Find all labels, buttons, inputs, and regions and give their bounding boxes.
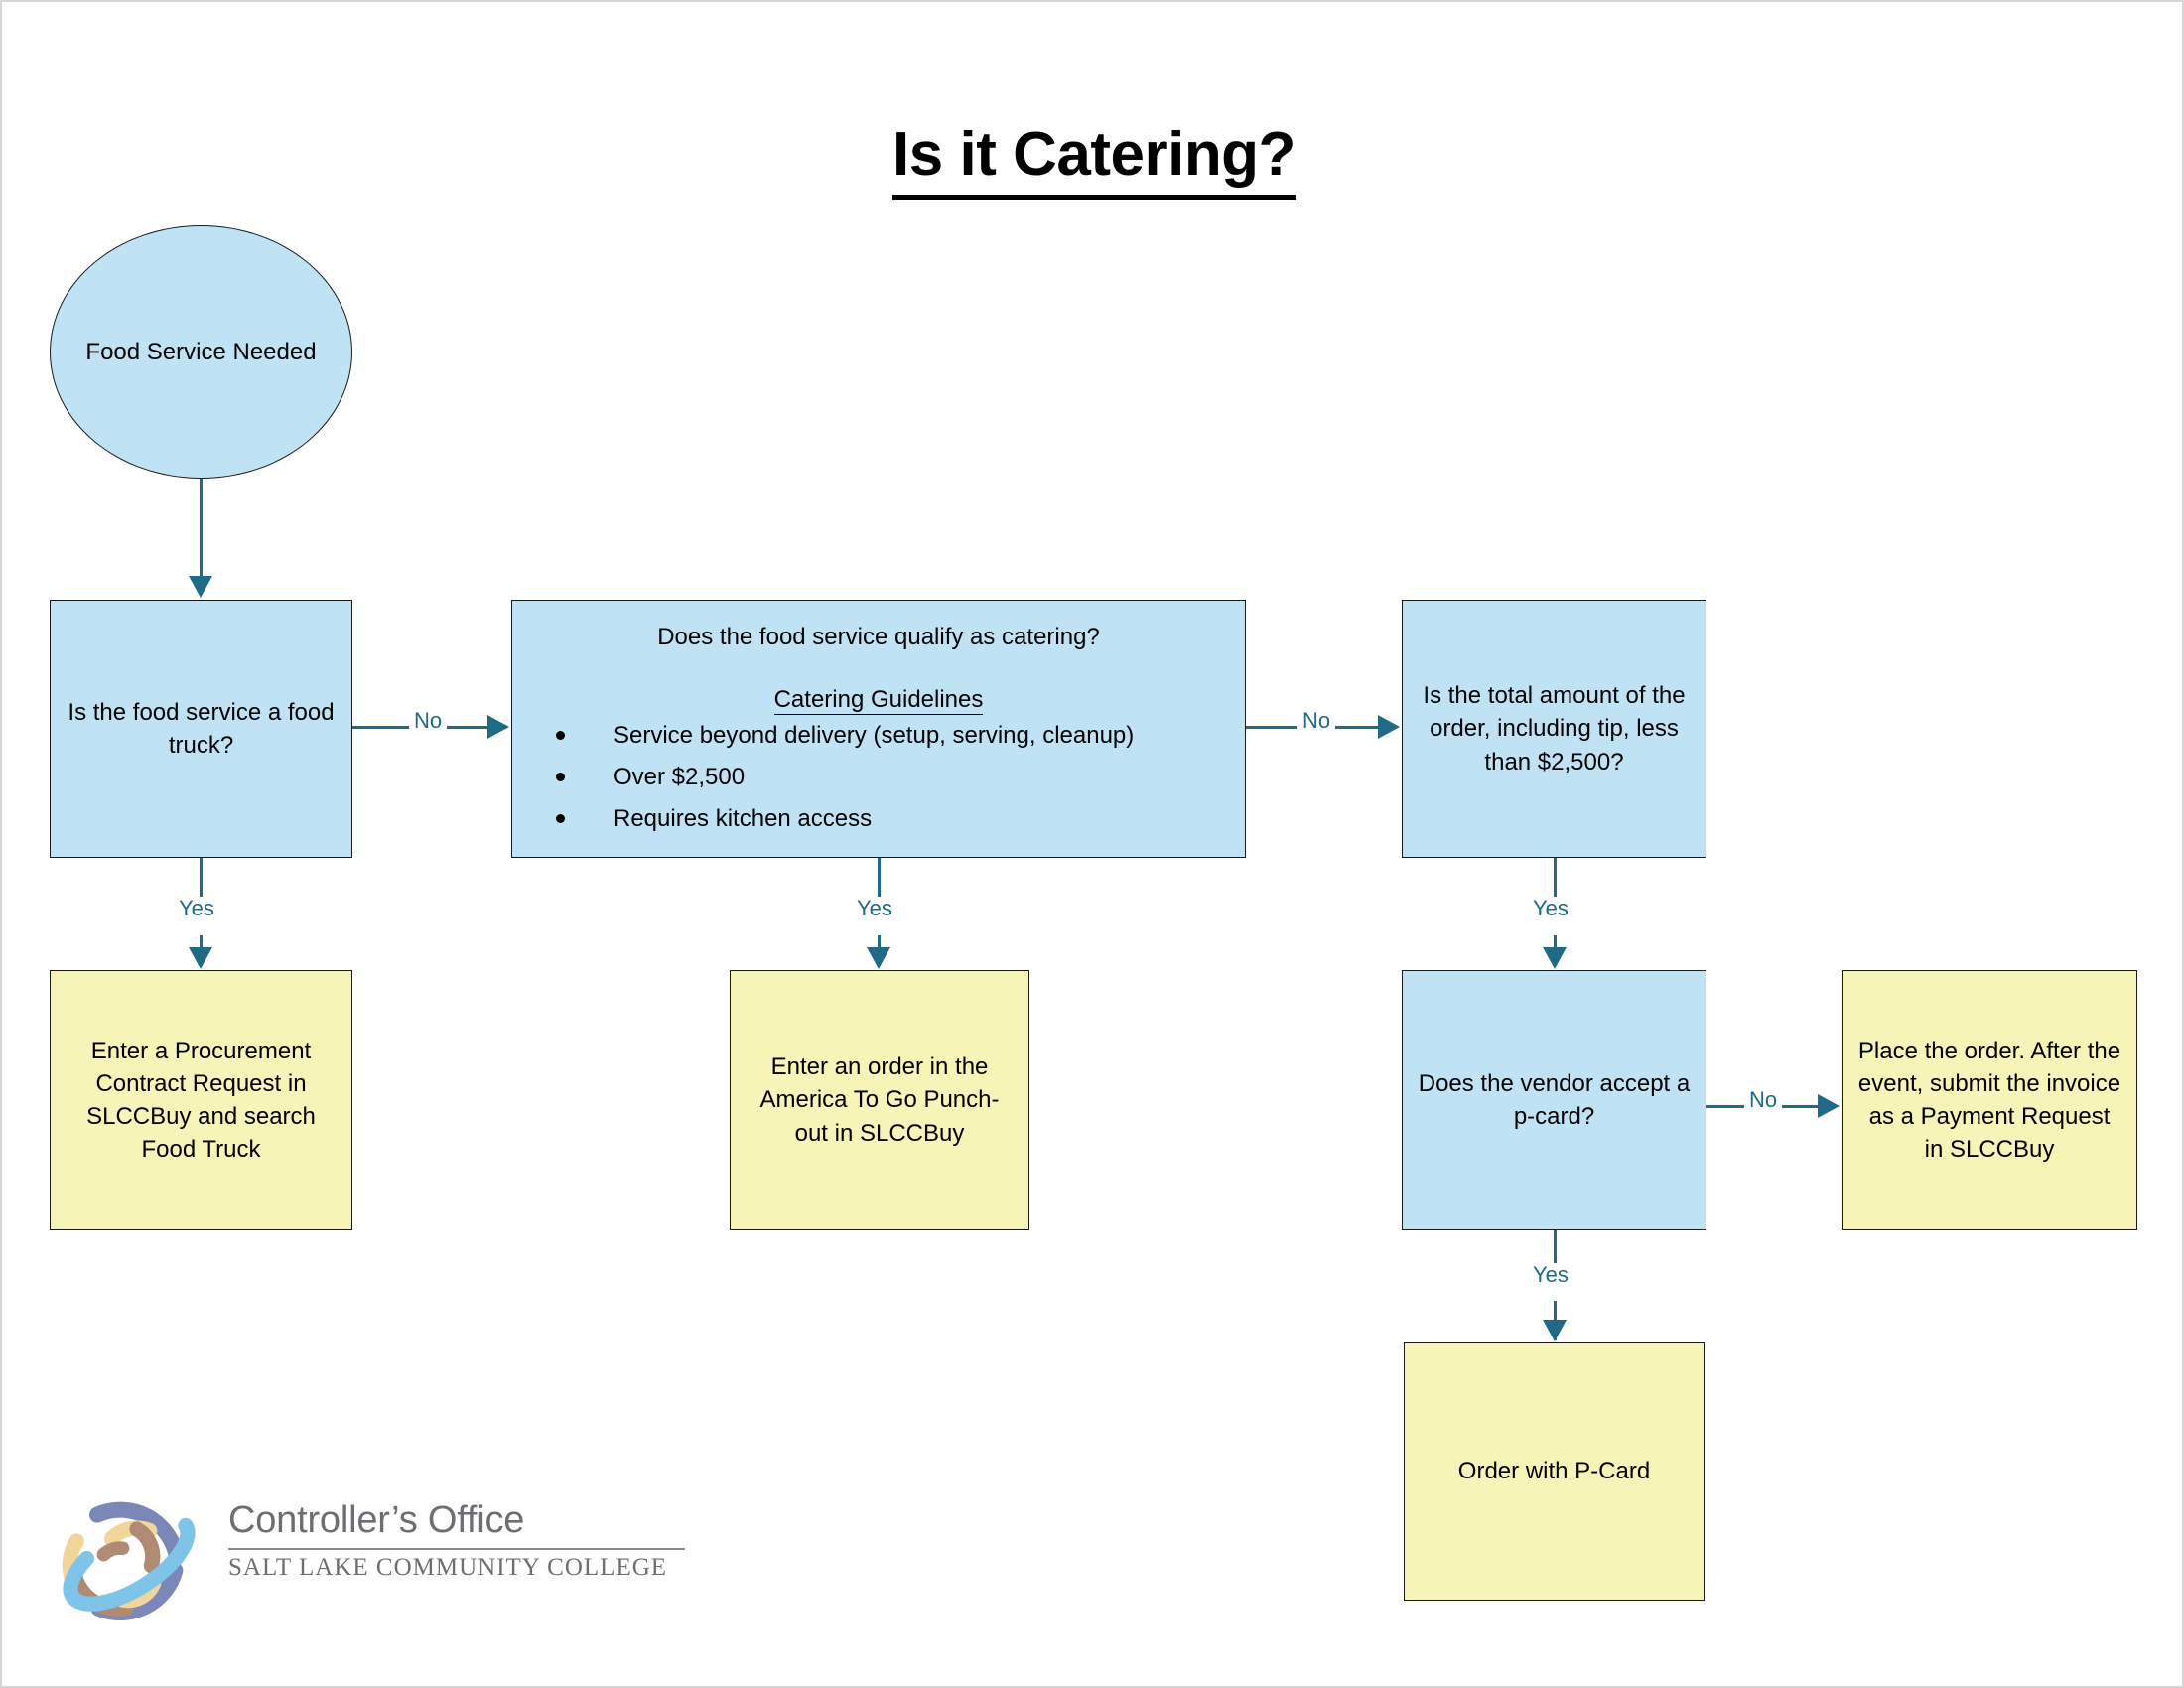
- node-food-truck[interactable]: Is the food service a food truck?: [50, 600, 352, 858]
- catering-guidelines-heading: Catering Guidelines: [773, 686, 984, 716]
- edge-total-yes-arrow: [1543, 947, 1567, 969]
- edge-label-food-truck-no: No: [409, 708, 448, 734]
- node-payment-request-label: Place the order. After the event, submit…: [1857, 1037, 2121, 1164]
- edge-label-catering-no: No: [1297, 708, 1336, 734]
- catering-guideline-item: Over $2,500: [556, 766, 1227, 807]
- edge-start-to-food-truck-arrow: [189, 576, 212, 598]
- slcc-globe-icon: [50, 1481, 208, 1640]
- logo-divider: [228, 1548, 685, 1550]
- edge-food-truck-yes-arrow: [189, 947, 212, 969]
- catering-guideline-item: Service beyond delivery (setup, serving,…: [556, 724, 1227, 766]
- node-payment-request[interactable]: Place the order. After the event, submit…: [1842, 970, 2137, 1230]
- edge-label-catering-yes: Yes: [852, 896, 897, 921]
- node-vendor-pcard-label: Does the vendor accept a p-card?: [1418, 1069, 1691, 1130]
- node-america-to-go[interactable]: Enter an order in the America To Go Punc…: [730, 970, 1029, 1230]
- edge-start-to-food-truck-line: [200, 479, 203, 578]
- node-start-label: Food Service Needed: [85, 338, 317, 365]
- node-order-with-pcard-label: Order with P-Card: [1457, 1458, 1651, 1485]
- edge-catering-yes-line-top: [878, 858, 881, 910]
- edge-catering-no-arrow: [1378, 715, 1400, 739]
- edge-food-truck-yes-line-top: [200, 858, 203, 910]
- logo-institution-name: SALT LAKE COMMUNITY COLLEGE: [228, 1554, 668, 1581]
- edge-label-vendor-yes: Yes: [1528, 1262, 1573, 1288]
- node-america-to-go-label: Enter an order in the America To Go Punc…: [759, 1054, 1000, 1147]
- node-catering-question[interactable]: Does the food service qualify as caterin…: [511, 600, 1246, 858]
- node-procurement-contract-label: Enter a Procurement Contract Request in …: [86, 1037, 316, 1164]
- node-start[interactable]: Food Service Needed: [50, 225, 352, 479]
- catering-question-text: Does the food service qualify as caterin…: [657, 624, 1100, 650]
- node-procurement-contract[interactable]: Enter a Procurement Contract Request in …: [50, 970, 352, 1230]
- edge-vendor-yes-arrow: [1543, 1320, 1567, 1341]
- catering-guideline-item: Requires kitchen access: [556, 807, 1227, 849]
- controllers-office-logo: Controller’s Office SALT LAKE COMMUNITY …: [50, 1481, 685, 1621]
- node-food-truck-label: Is the food service a food truck?: [68, 698, 335, 759]
- edge-label-vendor-no: No: [1744, 1087, 1783, 1113]
- edge-vendor-yes-line-top: [1554, 1230, 1557, 1278]
- edge-catering-yes-arrow: [867, 947, 890, 969]
- edge-vendor-no-arrow: [1818, 1094, 1840, 1118]
- edge-label-food-truck-yes: Yes: [174, 896, 219, 921]
- page-title-text: Is it Catering?: [892, 120, 1296, 200]
- node-order-with-pcard[interactable]: Order with P-Card: [1404, 1342, 1705, 1601]
- edge-food-truck-no-arrow: [487, 715, 509, 739]
- logo-office-name: Controller’s Office: [228, 1499, 525, 1541]
- edge-total-yes-line-top: [1554, 858, 1557, 910]
- node-total-amount[interactable]: Is the total amount of the order, includ…: [1402, 600, 1706, 858]
- page-title: Is it Catering?: [2, 119, 2182, 200]
- node-vendor-pcard[interactable]: Does the vendor accept a p-card?: [1402, 970, 1706, 1230]
- logo-text-block: Controller’s Office SALT LAKE COMMUNITY …: [228, 1499, 685, 1582]
- node-total-amount-label: Is the total amount of the order, includ…: [1423, 682, 1686, 775]
- edge-label-total-yes: Yes: [1528, 896, 1573, 921]
- catering-guidelines-list: Service beyond delivery (setup, serving,…: [556, 724, 1227, 849]
